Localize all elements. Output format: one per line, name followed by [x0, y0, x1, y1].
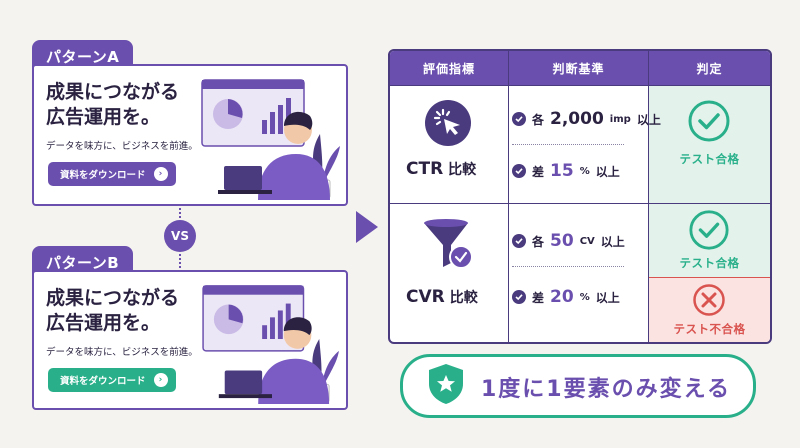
variant-a-download-button[interactable]: 資料をダウンロード › — [48, 162, 176, 186]
check-circle-icon — [688, 100, 730, 142]
criterion-ctr-impressions: 各 2,000 imp 以上 — [512, 109, 661, 129]
rule-callout: 1度に1要素のみ変える — [400, 354, 756, 418]
divider-top — [179, 204, 181, 218]
cursor-click-icon — [425, 100, 471, 146]
rule-text: 1度に1要素のみ変える — [481, 377, 731, 402]
header-criteria: 判断基準 — [509, 51, 648, 85]
metric-cvr: CVR 比較 — [406, 287, 478, 307]
criteria-divider — [512, 266, 624, 267]
check-circle-icon — [512, 164, 526, 178]
criterion-cvr-difference: 差 20 % 以上 — [512, 287, 620, 307]
variant-a-headline: 成果につながる 広告運用を。 — [46, 81, 180, 128]
metric-ctr: CTR 比較 — [406, 159, 477, 179]
funnel-check-icon — [424, 219, 473, 269]
result-cell-cvr-pass — [649, 204, 770, 277]
result-cvr-fail: テスト不合格 — [673, 322, 746, 336]
chevron-right-icon: › — [153, 167, 168, 181]
x-circle-icon — [693, 284, 725, 316]
col-divider — [508, 51, 509, 342]
divider-bottom — [179, 254, 181, 268]
analyst-illustration — [201, 79, 340, 200]
variant-a-banner: 成果につながる 広告運用を。 データを味方に、ビジネスを前進。 資料をダウンロー… — [32, 64, 348, 206]
result-cell-cvr-fail — [649, 278, 770, 342]
header-result: 判定 — [649, 51, 770, 85]
variant-b-headline: 成果につながる 広告運用を。 — [46, 287, 180, 334]
result-cell-ctr — [649, 86, 770, 203]
result-ctr-pass: テスト合格 — [679, 152, 740, 166]
evaluation-table: 評価指標 判断基準 判定 CTR 比較 各 2,000 imp 以上 — [388, 49, 772, 344]
check-circle-icon — [512, 290, 526, 304]
header-metric: 評価指標 — [390, 51, 508, 85]
arrow-right-icon — [356, 211, 378, 243]
vs-badge: VS — [164, 220, 196, 252]
check-circle-icon — [512, 234, 526, 248]
result-cvr-pass: テスト合格 — [679, 256, 740, 270]
check-circle-icon — [512, 112, 526, 126]
col-divider — [648, 51, 649, 342]
variant-b-tab-label: パターンB — [46, 254, 120, 272]
criterion-cvr-conversions: 各 50 CV 以上 — [512, 231, 625, 251]
criteria-divider — [512, 144, 624, 145]
variant-b-banner: 成果につながる 広告運用を。 データを味方に、ビジネスを前進。 資料をダウンロー… — [32, 270, 348, 410]
row-divider — [390, 203, 770, 204]
chevron-right-icon: › — [153, 373, 168, 387]
variant-a-subtext: データを味方に、ビジネスを前進。 — [46, 141, 198, 152]
criterion-ctr-difference: 差 15 % 以上 — [512, 161, 620, 181]
variant-a-tab-label: パターンA — [46, 48, 120, 66]
check-circle-icon — [689, 210, 729, 250]
variant-b-subtext: データを味方に、ビジネスを前進。 — [46, 347, 198, 358]
variant-b-download-button[interactable]: 資料をダウンロード › — [48, 368, 176, 392]
row-divider — [649, 277, 770, 278]
analyst-illustration — [202, 285, 339, 404]
shield-star-icon — [429, 364, 463, 404]
row-divider — [390, 85, 770, 86]
